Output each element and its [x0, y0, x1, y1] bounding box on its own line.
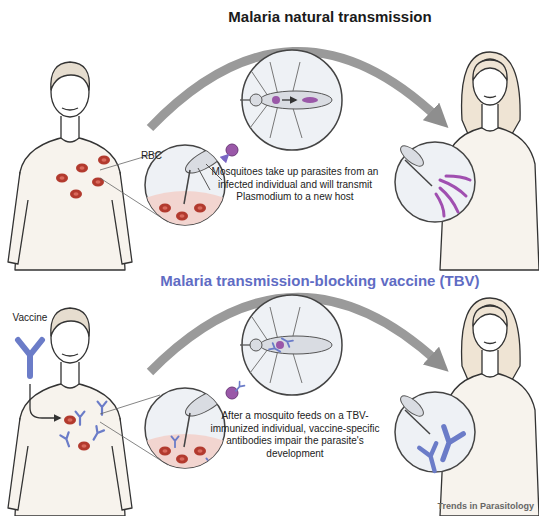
- vaccine-antibody: [18, 340, 60, 418]
- immunized-person: [8, 308, 132, 516]
- description-text: After a mosquito feeds on a TBV-immunize…: [206, 410, 384, 460]
- section-title: Malaria transmission-blocking vaccine (T…: [140, 272, 500, 291]
- section-title: Malaria natural transmission: [180, 8, 480, 27]
- cell-label: RBC: [128, 150, 162, 163]
- mosquito-inset: [240, 295, 342, 395]
- new-host-inset: [395, 142, 475, 222]
- new-host-inset: [395, 392, 475, 473]
- mosquito-inset: [240, 50, 342, 150]
- description-text: Mosquitoes take up parasites from an inf…: [206, 166, 384, 204]
- vaccine-label: Vaccine: [2, 312, 58, 325]
- source-watermark: Trends in Parasitology: [400, 501, 534, 512]
